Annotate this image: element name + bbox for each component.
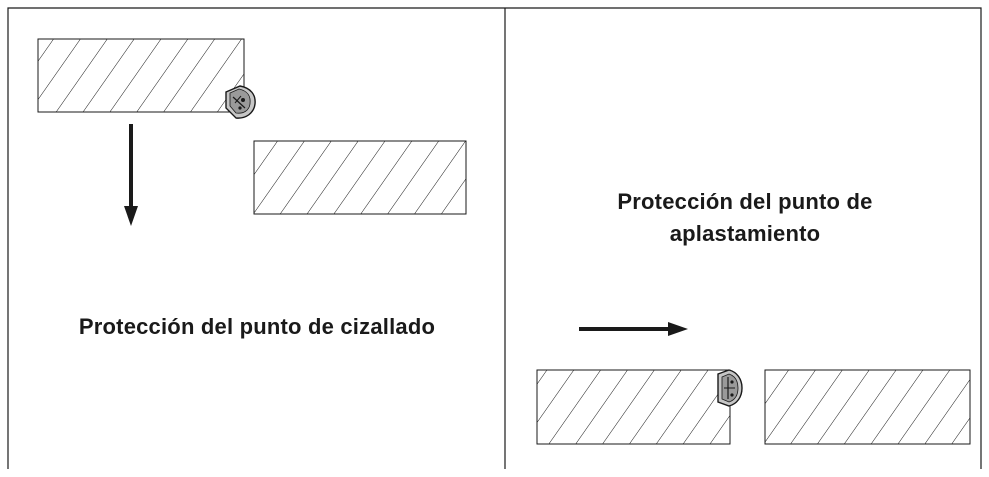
right-hatched-block bbox=[764, 369, 971, 445]
crush-caption-line2: aplastamiento bbox=[669, 221, 821, 246]
left-hatched-block bbox=[536, 369, 731, 445]
upper-hatched-block bbox=[37, 38, 245, 113]
frame-border bbox=[7, 7, 982, 469]
shear-panel bbox=[37, 38, 467, 226]
shear-point-caption: Protección del punto de cizallado bbox=[14, 311, 500, 343]
down-motion-arrow bbox=[124, 124, 138, 226]
crush-caption-line1: Protección del punto de bbox=[617, 189, 873, 214]
crush-point-caption: Protección del punto de aplastamiento bbox=[510, 186, 980, 250]
right-motion-arrow bbox=[579, 322, 688, 336]
lower-hatched-block bbox=[253, 140, 467, 215]
shear-caption-text: Protección del punto de cizallado bbox=[78, 314, 436, 339]
shear-guard-icon bbox=[225, 85, 256, 119]
crush-guard-icon bbox=[717, 369, 743, 407]
crush-panel bbox=[536, 322, 971, 445]
